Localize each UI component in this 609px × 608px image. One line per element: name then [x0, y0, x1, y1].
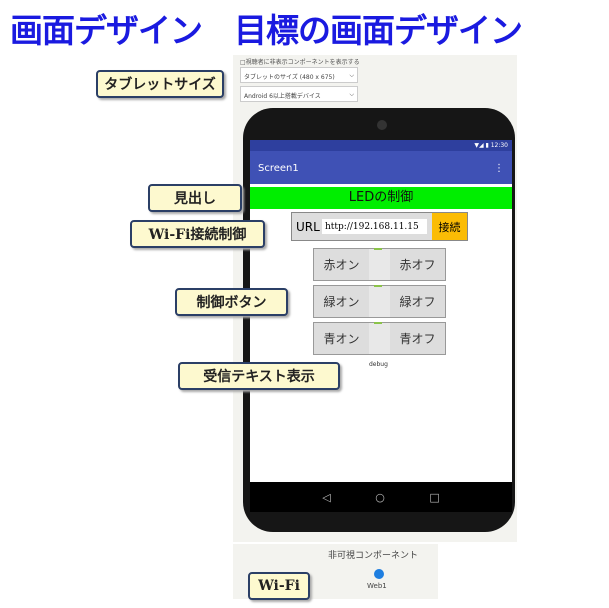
show-hidden-checkbox[interactable]: □視聴者に非表示コンポーネントを表示する — [240, 59, 360, 66]
callout-wifi-control: Wi-Fi接続制御 — [130, 220, 265, 248]
app-bar: Screen1 ⋮ — [250, 151, 512, 184]
callout-receive-text: 受信テキスト表示 — [178, 362, 340, 390]
red-off-button[interactable]: 赤オフ — [390, 249, 445, 280]
green-on-button[interactable]: 緑オン — [314, 286, 369, 317]
callout-wifi: Wi-Fi — [248, 572, 310, 600]
heading-label: LEDの制御 — [250, 187, 512, 209]
blue-button-row: 青オン青オフ — [313, 322, 446, 355]
url-label: URL — [296, 219, 320, 234]
back-icon[interactable]: ◁ — [322, 490, 331, 504]
device-value: Android 6以上搭載デバイス — [244, 93, 321, 100]
web-component-icon[interactable] — [374, 569, 384, 579]
tablet-size-select[interactable]: タブレットのサイズ (480 x 675) ⌵ — [240, 67, 358, 83]
callout-tablet-size: タブレットサイズ — [96, 70, 224, 98]
blue-off-button[interactable]: 青オフ — [390, 323, 445, 354]
green-button-row: 緑オン緑オフ — [313, 285, 446, 318]
connect-button[interactable]: 接続 — [432, 213, 467, 240]
tablet-size-value: タブレットのサイズ (480 x 675) — [244, 74, 335, 81]
screen-title: Screen1 — [258, 163, 299, 174]
green-off-button[interactable]: 緑オフ — [390, 286, 445, 317]
chevron-down-icon: ⌵ — [349, 72, 354, 79]
device-select[interactable]: Android 6以上搭載デバイス ⌵ — [240, 86, 358, 102]
home-icon[interactable]: ○ — [375, 490, 385, 504]
debug-label: debug — [369, 361, 388, 368]
menu-icon[interactable]: ⋮ — [494, 163, 504, 174]
nav-bar: ◁ ○ □ — [250, 482, 512, 512]
red-on-button[interactable]: 赤オン — [314, 249, 369, 280]
red-button-row: 赤オン赤オフ — [313, 248, 446, 281]
blue-on-button[interactable]: 青オン — [314, 323, 369, 354]
url-row: URL 接続 — [291, 212, 468, 241]
chevron-down-icon: ⌵ — [349, 91, 354, 98]
status-bar: ▼◢ ▮ 12:30 — [250, 140, 512, 151]
page-title: 画面デザイン 目標の画面デザイン — [10, 11, 523, 50]
url-input[interactable] — [322, 219, 427, 234]
callout-heading: 見出し — [148, 184, 242, 212]
callout-control-buttons: 制御ボタン — [175, 288, 288, 316]
recents-icon[interactable]: □ — [429, 490, 440, 504]
invisible-components-title: 非可視コンポーネント — [328, 551, 419, 561]
camera-icon — [377, 120, 387, 130]
web-component-label: Web1 — [367, 582, 387, 590]
